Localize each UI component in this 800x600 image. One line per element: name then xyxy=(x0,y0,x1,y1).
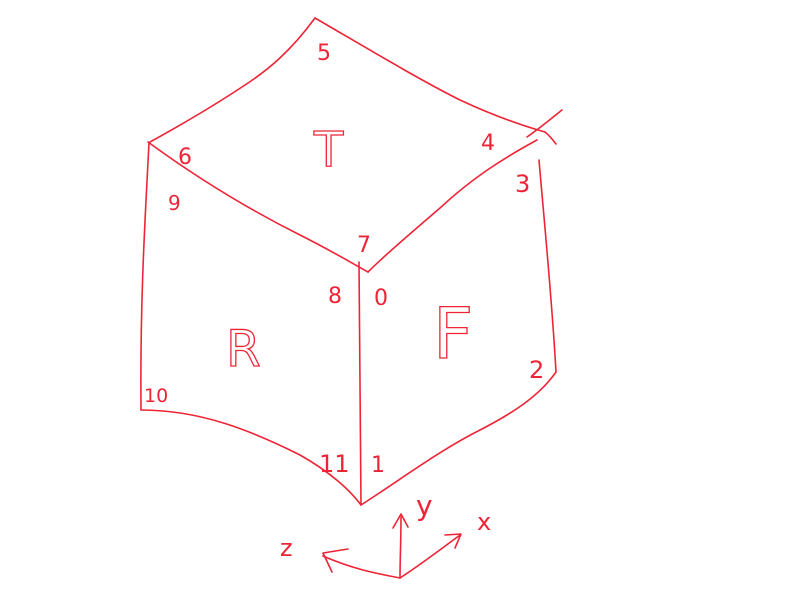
cube-edges xyxy=(140,17,563,506)
z-axis-arrowhead xyxy=(322,548,349,573)
y-axis-label: y xyxy=(416,489,433,522)
edge-6-7 xyxy=(147,141,369,273)
face-front-label: F xyxy=(433,293,473,375)
vertex-label-3: 3 xyxy=(515,170,530,198)
edge-3-2 xyxy=(538,159,557,373)
vertex-label-7: 7 xyxy=(357,233,371,258)
vertex-label-4: 4 xyxy=(481,131,495,156)
x-axis-label: x xyxy=(477,508,491,536)
vertex-label-0: 0 xyxy=(374,286,388,311)
vertex-label-9: 9 xyxy=(168,191,181,215)
x-axis-arrowhead xyxy=(444,533,462,549)
edge-5-4 xyxy=(314,17,546,133)
vertex-label-5: 5 xyxy=(317,41,331,66)
vertex-labels: 5 6 4 3 9 7 8 0 2 10 11 1 xyxy=(144,41,544,478)
face-labels: T R F xyxy=(225,121,474,378)
edge-6-5 xyxy=(149,17,316,143)
edge-10-11 xyxy=(140,409,362,506)
corner-cross-stroke-2 xyxy=(544,131,557,145)
y-axis-arrowhead xyxy=(392,513,409,529)
vertex-label-10: 10 xyxy=(144,385,168,407)
vertex-label-1: 1 xyxy=(371,453,385,478)
vertex-label-11: 11 xyxy=(319,450,350,478)
vertex-label-6: 6 xyxy=(178,145,192,170)
vertex-label-8: 8 xyxy=(328,284,342,309)
edge-6-10 xyxy=(140,142,150,411)
x-axis-line xyxy=(399,534,461,579)
z-axis-label: z xyxy=(280,534,293,562)
corner-cross-stroke xyxy=(526,109,563,138)
edge-1-2 xyxy=(360,371,557,506)
face-right-label: R xyxy=(226,320,261,378)
axes: x y z xyxy=(280,489,491,579)
y-axis-line xyxy=(399,516,402,579)
face-top-label: T xyxy=(313,122,344,178)
z-axis-line xyxy=(322,555,401,579)
edge-4-7 xyxy=(367,139,538,273)
edge-7-1 xyxy=(358,261,362,506)
vertex-label-2: 2 xyxy=(529,356,544,384)
